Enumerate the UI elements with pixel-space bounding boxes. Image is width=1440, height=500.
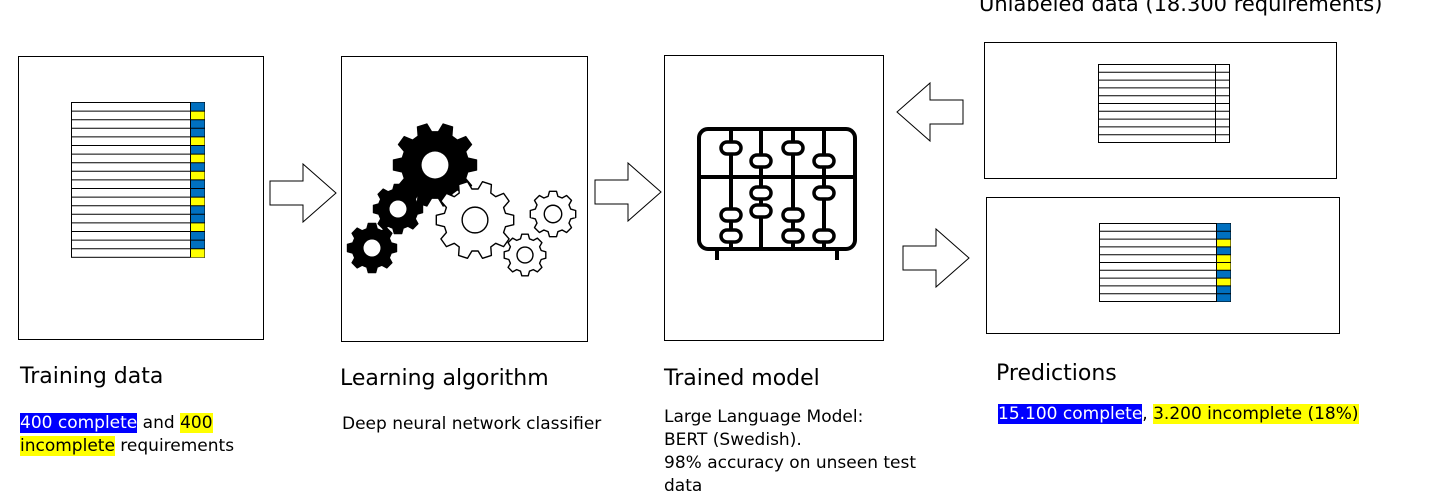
unlabeled-data-frame [984,42,1337,179]
row-label-incomplete [190,111,205,120]
abacus-bead [781,228,805,244]
abacus-bead [781,140,805,156]
row-label-complete [190,119,205,129]
row-label-complete [190,128,205,137]
abacus-bead [812,228,836,244]
row-label-complete [1216,270,1231,279]
requirements-text: requirements [114,435,235,456]
row-label-complete [1216,293,1231,302]
gear-icon [372,183,424,235]
row-label-complete [1216,285,1231,294]
abacus-bead [719,207,743,223]
training-data-frame [18,56,264,340]
predictions-title: Predictions [996,361,1117,386]
training-data-description: 400 complete and 400 incomplete requireme… [20,412,270,458]
model-line-1: Large Language Model: [664,407,864,427]
and-text: and [137,413,181,433]
row-label-complete [190,162,205,172]
learning-algorithm-title: Learning algorithm [340,366,549,391]
unlabeled-data-table [1098,64,1230,143]
unlabeled-data-title: Unlabeled data (18.300 requirements) [979,0,1383,16]
row-label-complete [190,240,205,249]
arrow-right-icon [594,161,662,223]
training-data-title: Training data [20,364,164,389]
row-label-incomplete [1216,239,1231,247]
row-label-complete [1216,246,1231,255]
gear-icon [503,233,547,277]
row-label-incomplete [190,154,205,163]
gear-icon [392,123,478,207]
row-label-incomplete [1216,278,1231,286]
predicted-incomplete-highlight: 3.200 incomplete (18%) [1153,404,1359,424]
separator-text: , [1142,404,1154,424]
predictions-table [1099,223,1231,302]
predicted-complete-highlight: 15.100 complete [998,404,1143,424]
abacus-icon [697,127,857,260]
abacus-bead [749,185,773,201]
row-label-complete [190,145,205,155]
trained-model-title: Trained model [664,366,820,391]
abacus-bead [719,140,743,156]
row-label-incomplete [1216,254,1231,263]
abacus-bead [719,228,743,244]
row-label-complete [190,205,205,215]
row-label-incomplete [190,197,205,206]
gear-icon [346,222,398,274]
abacus-bead [749,153,773,169]
trained-model-description: Large Language Model: BERT (Swedish). 98… [664,406,944,498]
row-label-complete [1216,223,1231,232]
learning-algorithm-frame [341,56,588,342]
predictions-frame [986,197,1340,334]
model-line-2: BERT (Swedish). [664,429,802,450]
training-data-table [71,102,205,258]
row-label-incomplete [190,136,205,146]
row-label-incomplete [190,222,205,232]
model-line-4: data [664,475,703,496]
incomplete-word-highlight: incomplete [20,435,115,456]
abacus-bead [812,185,836,201]
learning-algorithm-description: Deep neural network classifier [342,414,602,434]
row-label-complete [190,231,205,241]
abacus-bead [749,203,773,219]
abacus-bead [781,207,805,223]
predictions-description: 15.100 complete, 3.200 incomplete (18%) [998,403,1359,426]
incomplete-count-highlight: 400 [180,413,213,433]
gear-icon [529,190,577,238]
arrow-left-icon [896,81,964,143]
row-label-complete [190,188,205,198]
row-label-complete [190,102,205,112]
abacus-bead [812,153,836,169]
row-label-incomplete [190,171,205,180]
gears-icon [346,123,577,277]
arrow-right-icon [269,162,337,224]
trained-model-frame [664,55,884,341]
arrow-right-icon [902,227,970,289]
row-label-complete [190,214,205,223]
complete-count-highlight: 400 complete [20,413,138,433]
model-line-3: 98% accuracy on unseen test [664,452,917,473]
row-label-incomplete [190,248,205,258]
row-label-incomplete [1216,262,1231,271]
row-label-complete [190,179,205,189]
row-label-complete [1216,231,1231,240]
gear-icon [435,181,515,259]
